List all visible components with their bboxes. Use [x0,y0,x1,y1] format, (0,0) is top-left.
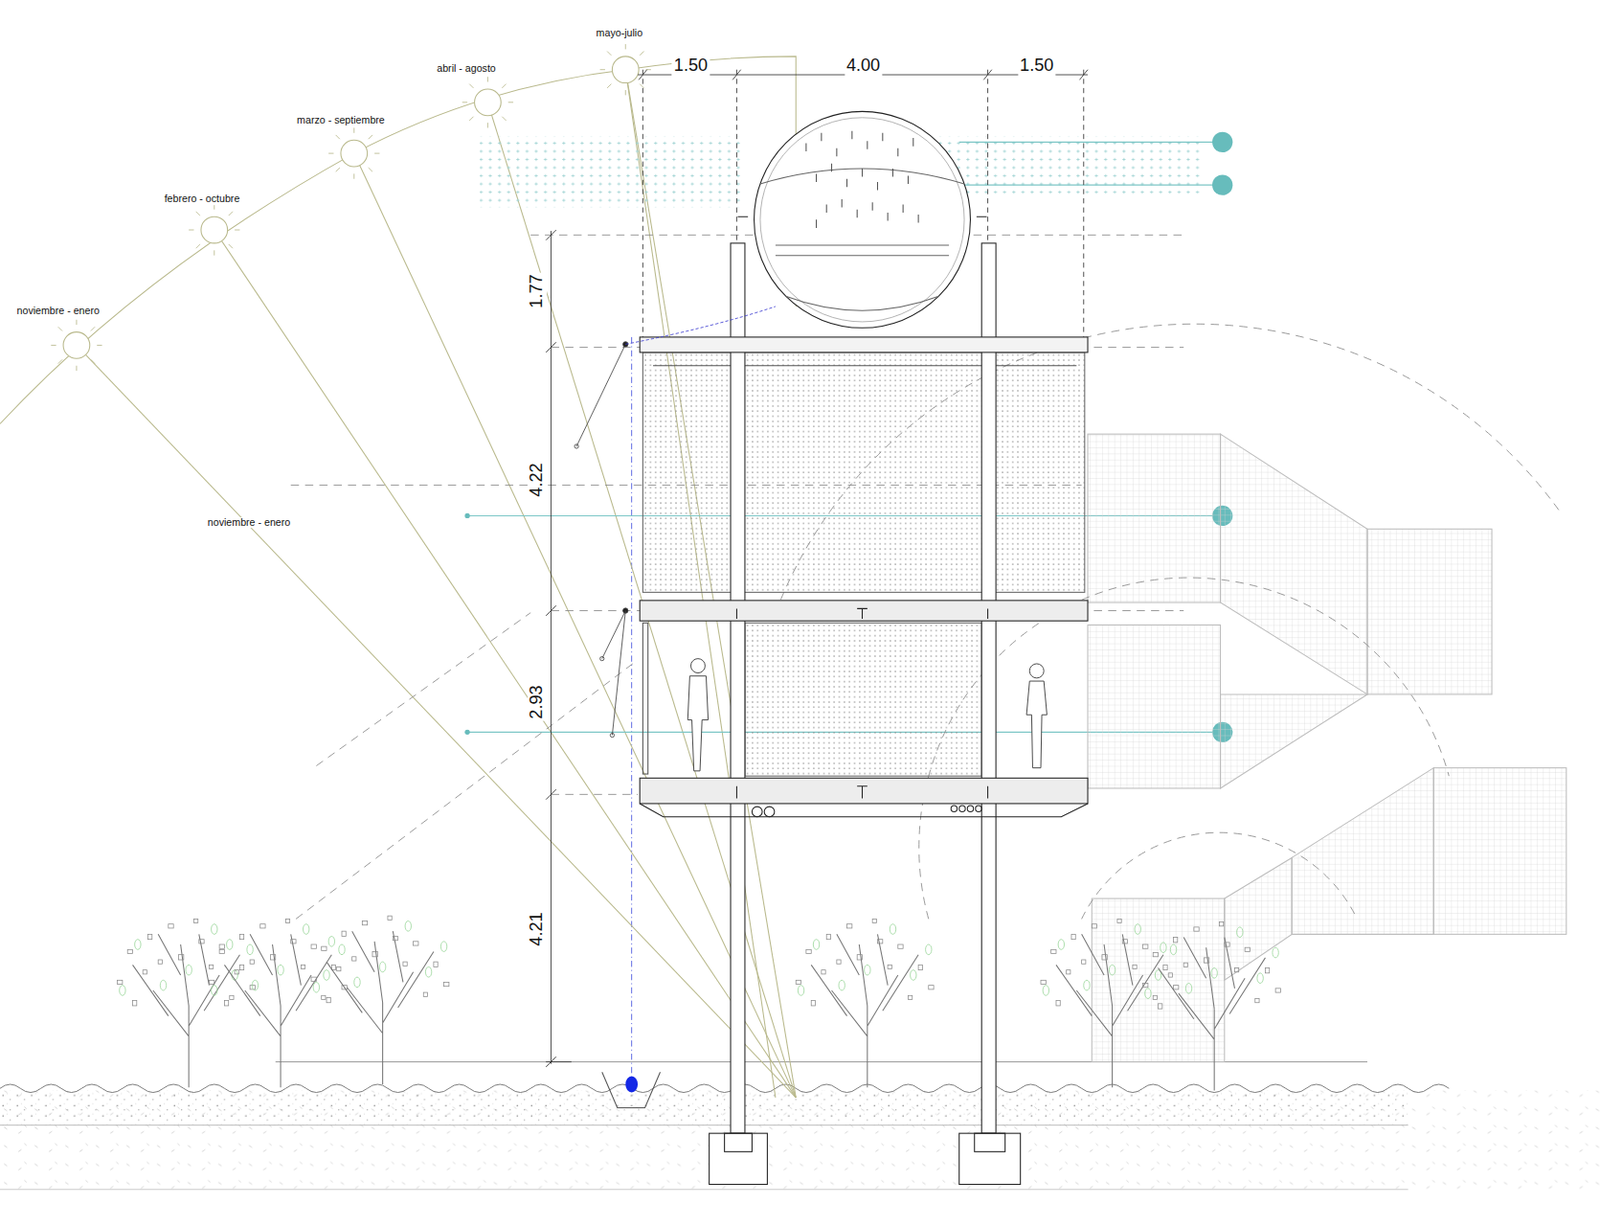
structure [639,111,1088,1184]
month-label: noviembre - enero [15,305,102,317]
dimension: 1.50 [672,56,710,76]
month-label: abril - agosto [434,64,498,76]
dimension: 4.21 [527,909,547,947]
dimension: 1.77 [527,271,547,310]
trees [117,915,1282,1090]
dimension: 4.00 [844,56,882,76]
guide-lines [291,234,1560,919]
month-label: marzo - septiembre [294,114,387,127]
stair-tower [1087,433,1567,1061]
ground [0,337,1600,1193]
month-label: mayo-julio [594,27,646,40]
sphere-mesh [806,131,919,228]
month-label: noviembre - enero [205,517,293,529]
shading-fins [574,306,776,738]
dimension: 2.93 [527,683,547,722]
month-label: febrero - octubre [162,193,243,205]
people [687,658,1047,771]
dimension: 1.50 [1017,56,1056,76]
dimension: 4.22 [527,460,547,498]
dimension-lines [545,69,1088,1067]
